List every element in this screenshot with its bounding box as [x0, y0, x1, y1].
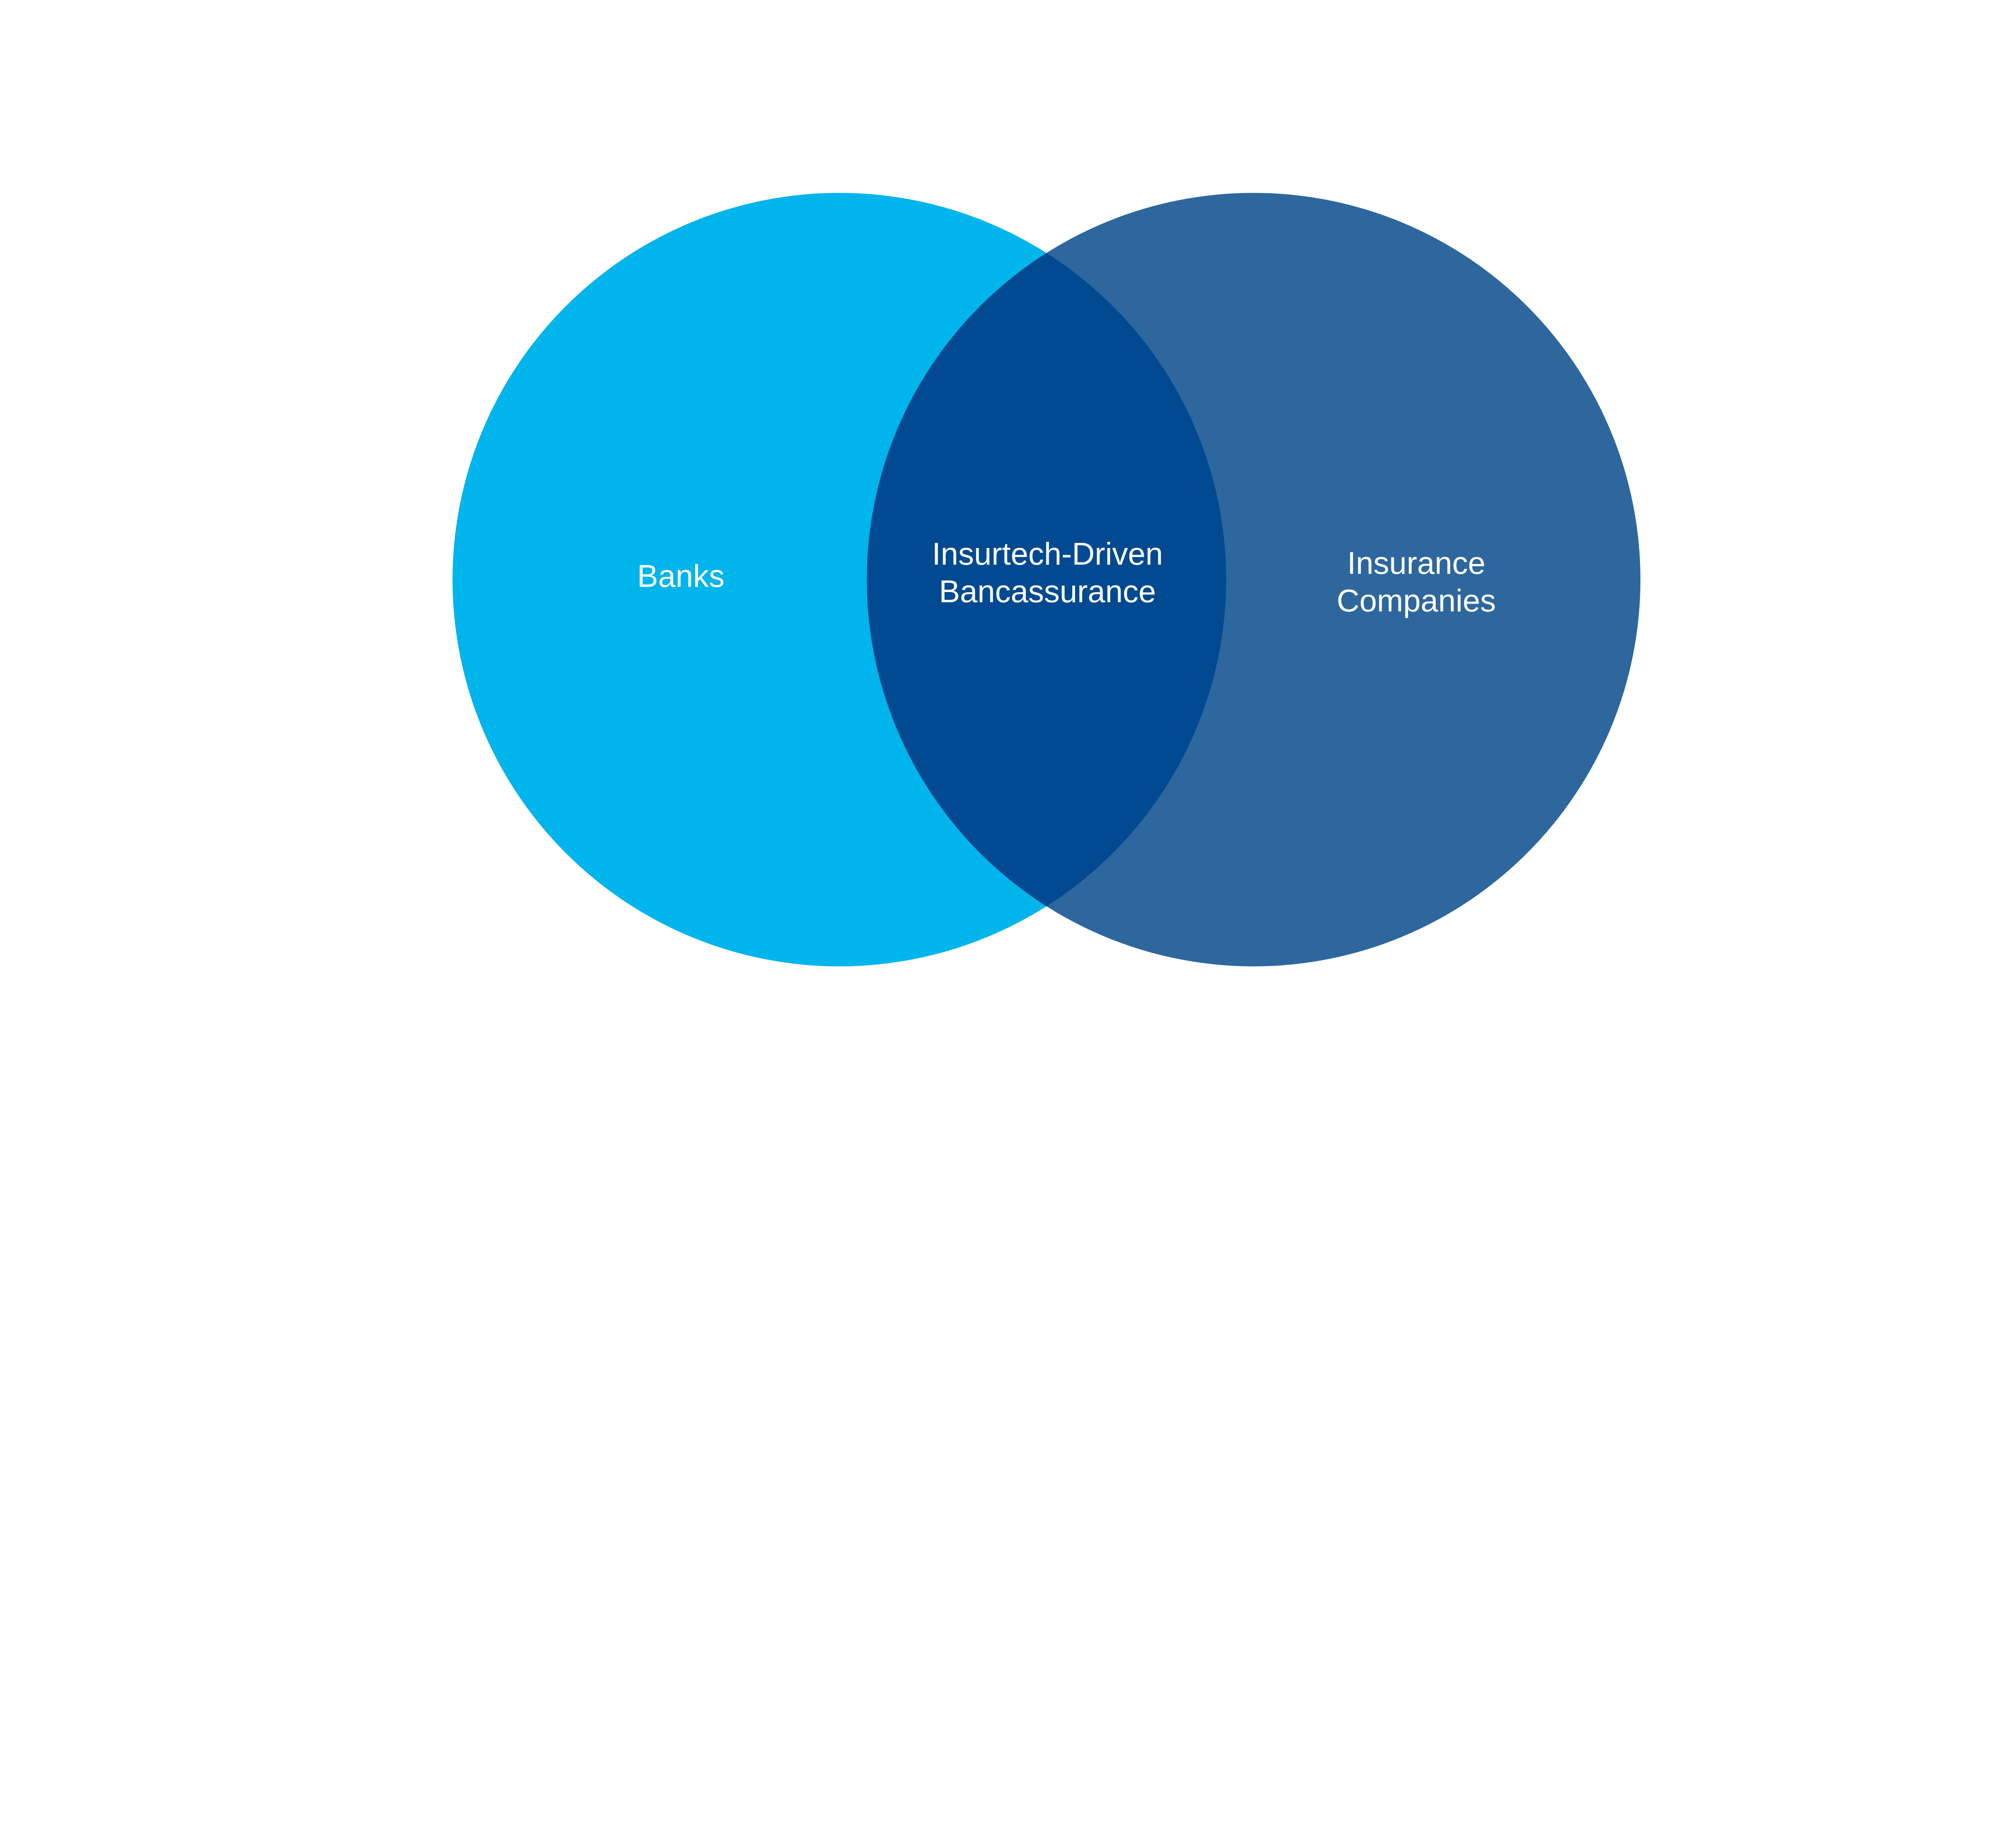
insurance-companies-label-line-2: Companies	[1337, 583, 1496, 618]
venn-diagram: Banks Insurtech-Driven Bancassurance Ins…	[452, 193, 1641, 967]
banks-label: Banks	[637, 558, 725, 595]
venn-shapes	[452, 193, 1641, 967]
insurance-companies-label: Insurance Companies	[1337, 545, 1496, 620]
intersection-label-line-1: Insurtech-Driven	[932, 536, 1163, 572]
intersection-region	[867, 193, 1226, 967]
insurance-companies-label-line-1: Insurance	[1347, 545, 1486, 581]
intersection-label-line-2: Bancassurance	[939, 574, 1156, 609]
intersection-label: Insurtech-Driven Bancassurance	[932, 535, 1163, 610]
banks-label-line-1: Banks	[637, 558, 725, 594]
